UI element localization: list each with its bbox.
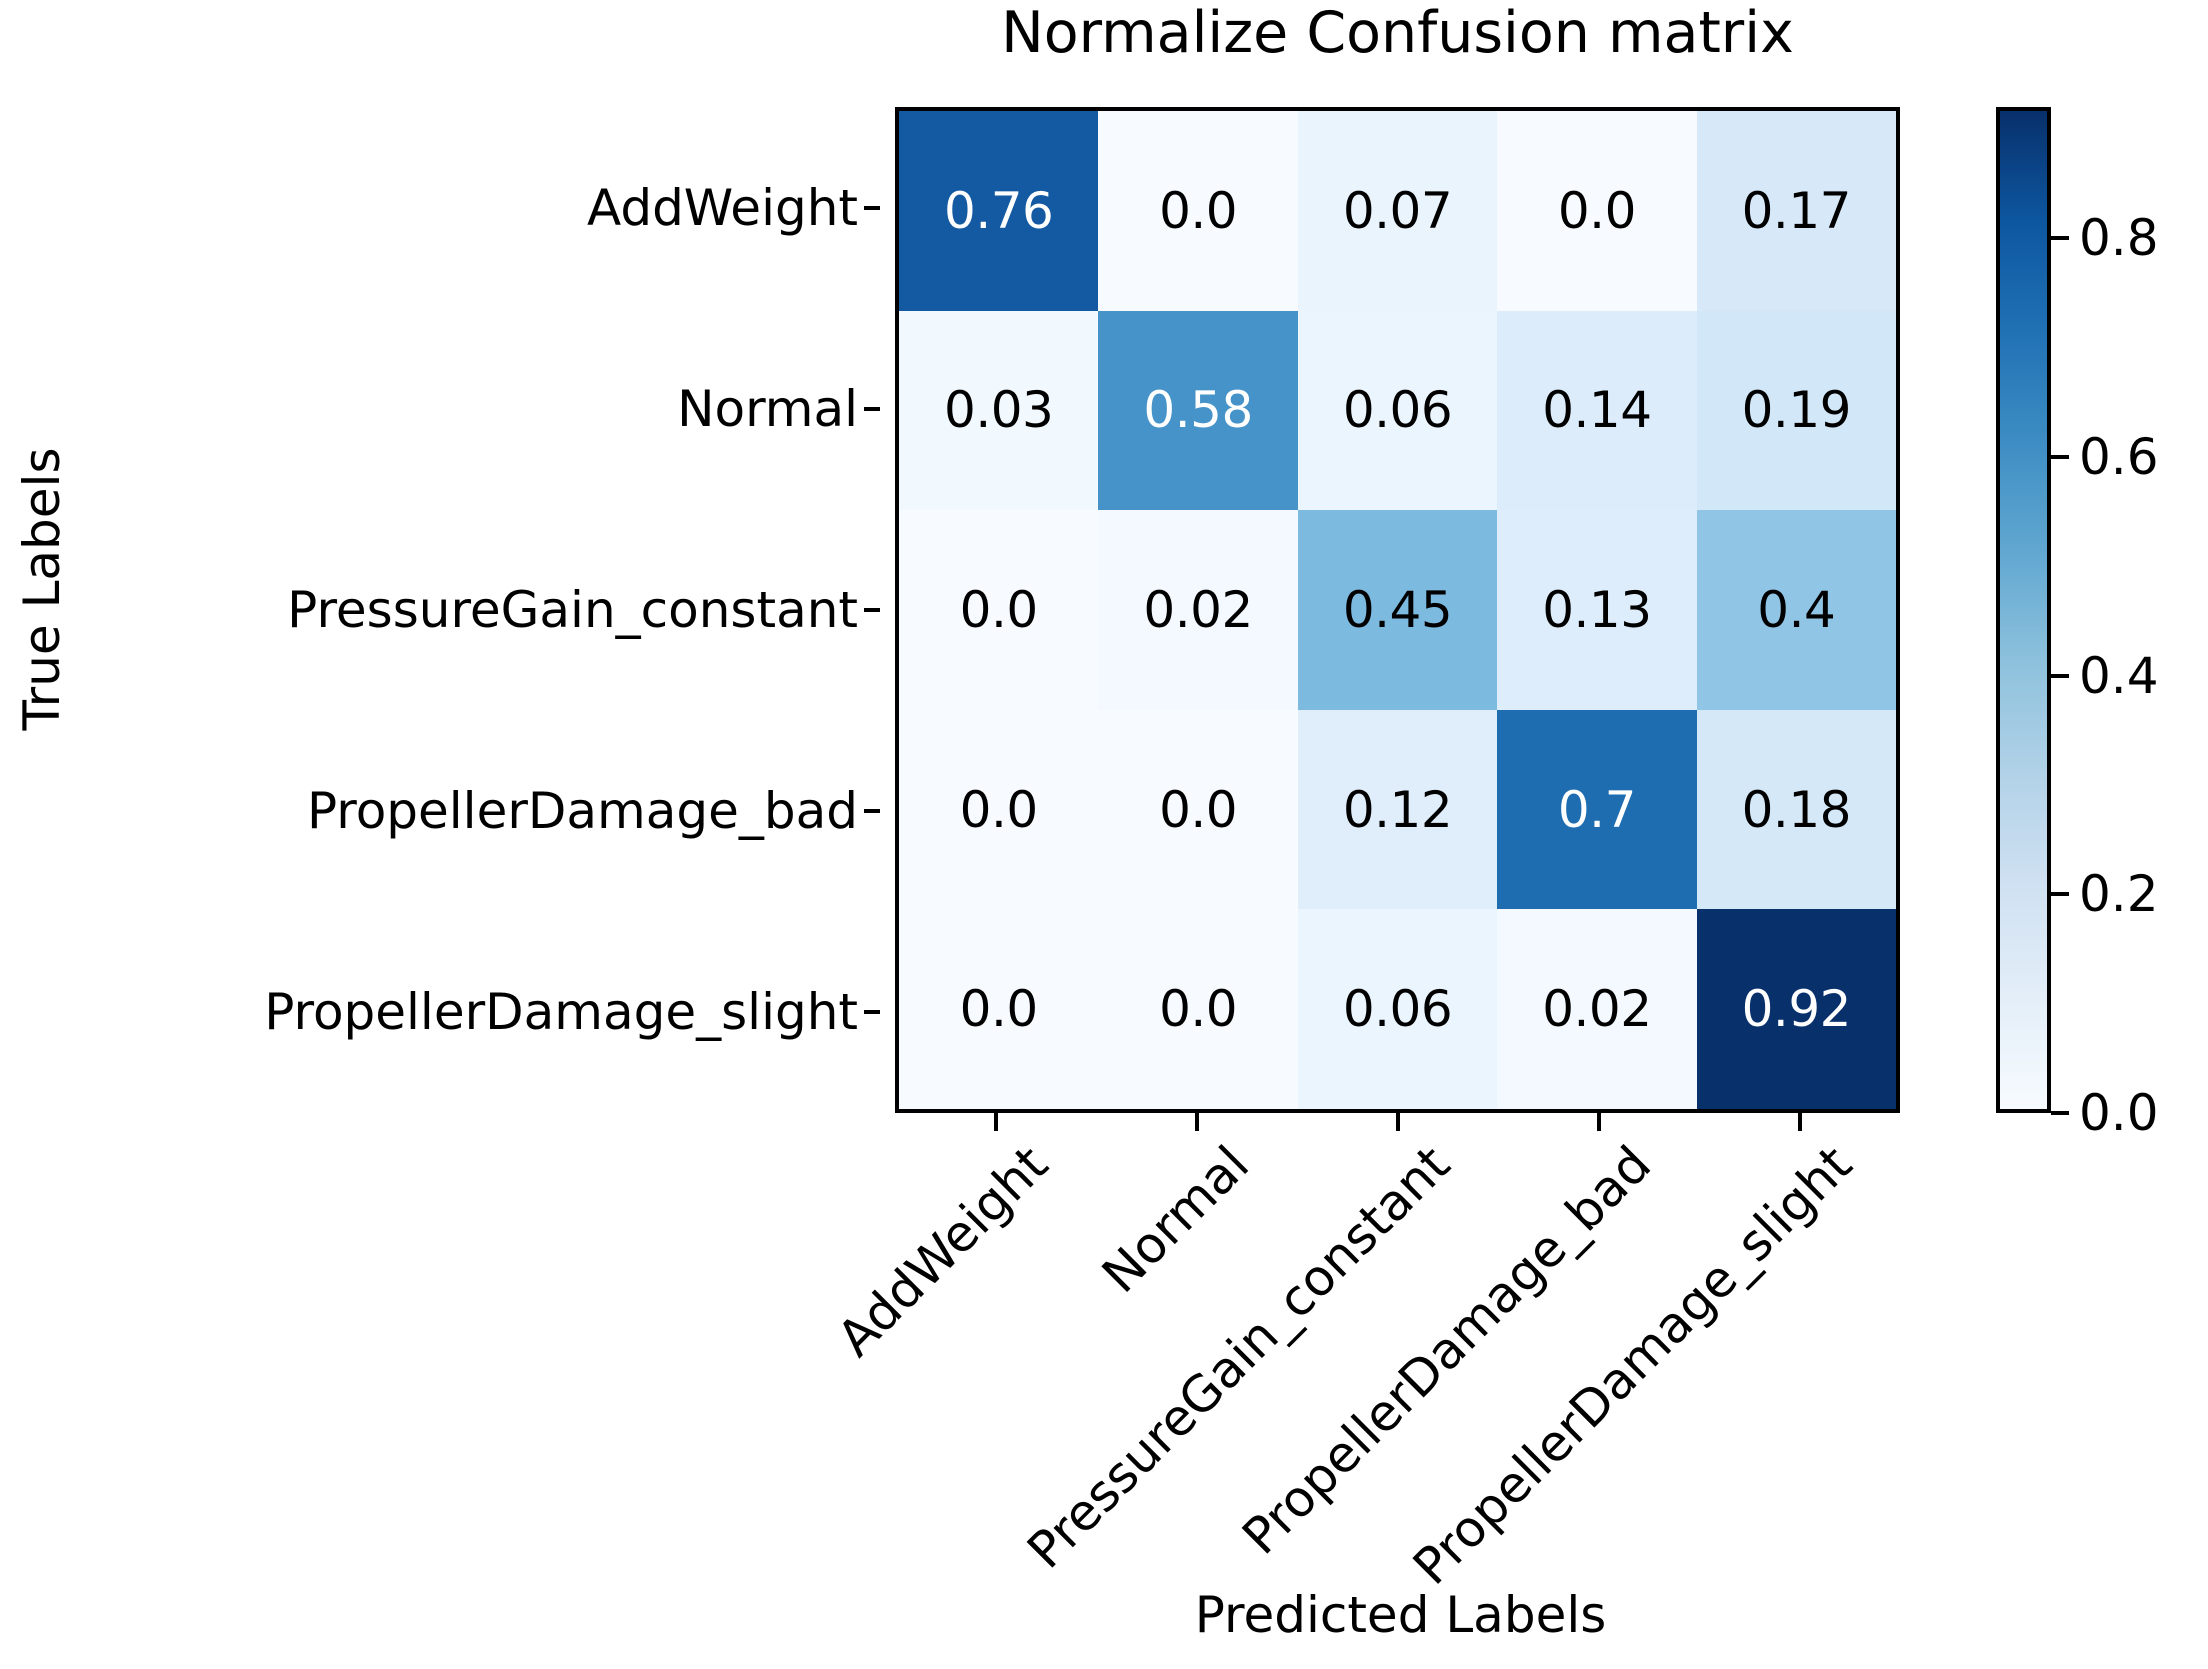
y-axis-tick-mark: [864, 1010, 880, 1015]
matrix-cell: 0.45: [1297, 510, 1498, 710]
matrix-cell: 0.13: [1497, 510, 1697, 710]
matrix-cell: 0.0: [1098, 909, 1298, 1109]
colorbar-tick-3: 0.6: [2051, 428, 2159, 486]
matrix-cell: 0.0: [899, 510, 1099, 710]
matrix-cell: 0.17: [1696, 111, 1896, 311]
x-axis-tick-mark: [1395, 1113, 1400, 1131]
y-axis-tick-mark: [864, 809, 880, 814]
colorbar-tick-4: 0.8: [2051, 209, 2159, 267]
x-axis-tick-label: AddWeight: [825, 1135, 1059, 1368]
colorbar-tick-mark: [2051, 454, 2069, 459]
colorbar-tick-1: 0.2: [2051, 865, 2159, 923]
matrix-cell: 0.14: [1497, 310, 1697, 511]
matrix-cell: 0.0: [899, 709, 1099, 910]
y-axis-tick-label: PressureGain_constant: [287, 581, 858, 639]
colorbar-tick-label: 0.0: [2079, 1084, 2159, 1142]
y-axis-tick-3: PropellerDamage_bad: [0, 711, 880, 912]
y-axis-tick-1: Normal: [0, 308, 880, 509]
y-axis-tick-label: PropellerDamage_slight: [264, 983, 858, 1042]
y-axis-tick-label: Normal: [677, 379, 858, 438]
y-axis-tick-2: PressureGain_constant: [0, 509, 880, 710]
matrix-cell: 0.03: [899, 310, 1099, 511]
colorbar-tick-label: 0.2: [2079, 865, 2159, 924]
y-axis-tick-mark: [864, 406, 880, 411]
x-axis-tick-4: [1699, 1113, 1900, 1131]
y-axis-tick-mark: [864, 608, 880, 612]
x-axis-tick-label: Normal: [1090, 1135, 1260, 1304]
x-axis-tick-1: [1096, 1113, 1297, 1131]
matrix-cell: 0.06: [1297, 909, 1498, 1109]
colorbar-tick-mark: [2051, 673, 2069, 678]
matrix-cell: 0.0: [1098, 709, 1298, 910]
x-axis-tick-mark: [993, 1113, 998, 1131]
y-axis-tick-mark: [864, 205, 880, 210]
x-axis-tick-2: [1297, 1113, 1498, 1131]
matrix-cell: 0.12: [1297, 709, 1498, 910]
y-axis-tick-0: AddWeight: [0, 107, 880, 308]
matrix-cell: 0.07: [1297, 111, 1498, 311]
x-axis-tick-mark: [1596, 1113, 1601, 1131]
x-axis-title: Predicted Labels: [1194, 1586, 1607, 1644]
y-axis-tick-4: PropellerDamage_slight: [0, 912, 880, 1113]
matrix-cell: 0.4: [1696, 510, 1896, 710]
matrix-cell: 0.02: [1497, 909, 1697, 1109]
matrix-cell: 0.19: [1696, 310, 1896, 511]
matrix-cell: 0.02: [1098, 510, 1298, 710]
colorbar-tick-group: 0.0 0.2 0.4 0.6 0.8: [2051, 107, 2208, 1142]
colorbar-tick-mark: [2051, 1111, 2069, 1115]
x-axis-tick-label: PressureGain_constant: [1015, 1135, 1461, 1580]
colorbar-tick-0: 0.0: [2051, 1084, 2159, 1142]
matrix-cell: 0.58: [1098, 310, 1298, 511]
colorbar-tick-mark: [2051, 236, 2069, 241]
y-axis-tick-label: PropellerDamage_bad: [306, 782, 858, 841]
y-axis-tick-label: AddWeight: [587, 178, 858, 237]
colorbar-tick-label: 0.4: [2079, 646, 2159, 705]
colorbar-tick-2: 0.4: [2051, 647, 2159, 705]
matrix-cell: 0.76: [899, 111, 1099, 311]
matrix-cell: 0.06: [1297, 310, 1498, 511]
page-title: Normalize Confusion matrix: [1001, 0, 1794, 66]
x-axis-tick-mark: [1797, 1113, 1802, 1131]
x-axis-tick-mark: [1194, 1113, 1199, 1131]
x-axis-tick-3: [1498, 1113, 1699, 1131]
matrix-cell: 0.18: [1696, 709, 1896, 910]
matrix-cell: 0.0: [1098, 111, 1298, 311]
matrix-cell: 0.7: [1497, 709, 1697, 910]
matrix-cell: 0.0: [1497, 111, 1697, 311]
x-axis-tick-label: PropellerDamage_bad: [1230, 1135, 1662, 1566]
colorbar-gradient: [1996, 107, 2051, 1113]
colorbar-tick-mark: [2051, 892, 2069, 897]
x-axis-tick-mark-group: [895, 1113, 1900, 1131]
matrix-cell: 0.92: [1696, 909, 1896, 1109]
colorbar-tick-label: 0.8: [2079, 209, 2159, 268]
x-axis-tick-0: [895, 1113, 1096, 1131]
colorbar-tick-label: 0.6: [2079, 427, 2159, 486]
matrix-cell: 0.0: [899, 909, 1099, 1109]
